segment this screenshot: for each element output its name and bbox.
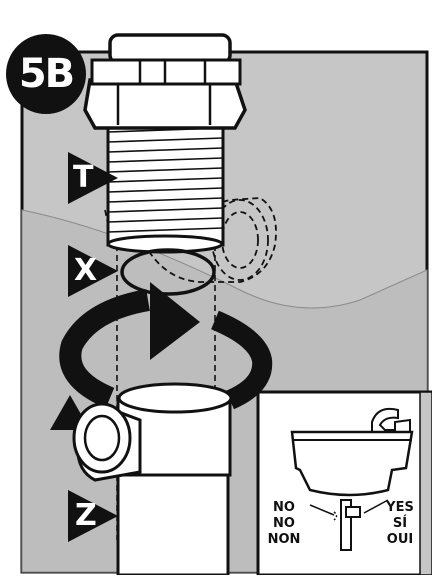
step-badge: 5B <box>6 34 86 114</box>
right-label-es: SÍ <box>382 516 418 532</box>
wrong-label-en: NO <box>266 500 302 516</box>
right-label-fr: OUI <box>382 532 418 548</box>
wrong-label-es: NO <box>266 516 302 532</box>
inset-wrong-labels: NO NO NON <box>266 500 302 548</box>
right-label-en: YES <box>382 500 418 516</box>
callout-t-label: T <box>73 163 93 193</box>
inset-right-labels: YES SÍ OUI <box>382 500 418 548</box>
callout-z-label: Z <box>75 501 97 531</box>
threaded-tailpiece <box>85 35 245 252</box>
wrong-label-fr: NON <box>266 532 302 548</box>
callout-x-label: X <box>74 256 97 286</box>
